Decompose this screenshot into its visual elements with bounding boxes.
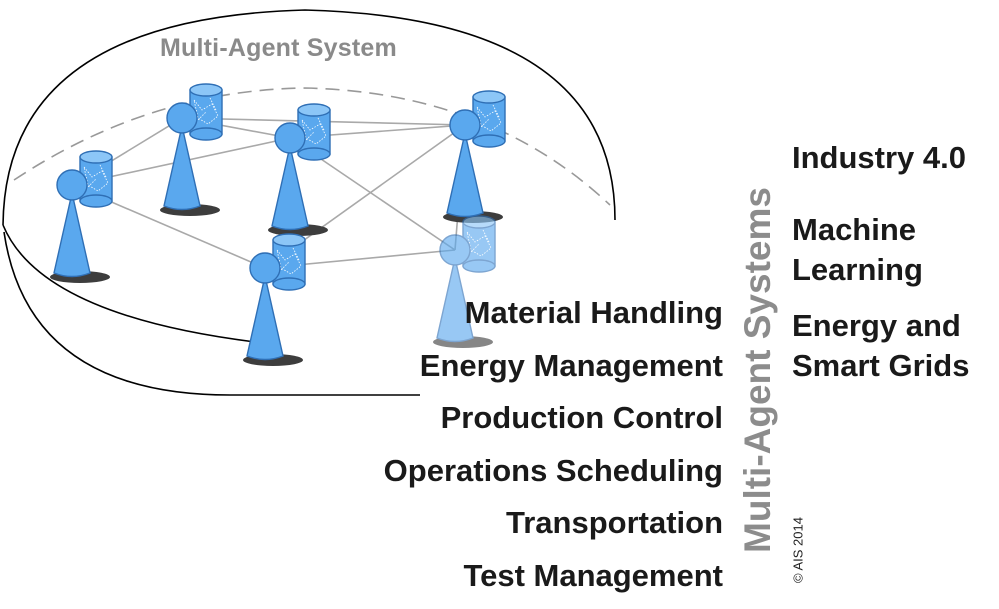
agent-node	[49, 150, 113, 284]
application-item: Test Management	[463, 557, 723, 593]
domain-line: Machine	[792, 212, 917, 247]
domain-line: Energy and	[792, 308, 961, 343]
diagram-title: Multi-Agent System	[160, 34, 397, 62]
domain-list: Industry 4.0 Machine Learning Energy and…	[792, 138, 969, 386]
application-item: Transportation	[505, 505, 723, 540]
application-item: Energy Management	[419, 347, 723, 383]
domain-item: Machine Learning	[792, 210, 969, 290]
dome-bottom-outline	[3, 231, 420, 396]
domain-line: Learning	[792, 252, 923, 287]
agent-node	[442, 90, 506, 224]
domain-line: Industry 4.0	[792, 140, 966, 175]
dome-front-rim	[2, 224, 256, 343]
agent-node	[159, 83, 223, 217]
application-item: Production Control	[440, 400, 723, 435]
domain-line: Smart Grids	[792, 348, 970, 383]
copyright-notice: © AIS 2014	[790, 517, 806, 583]
application-item: Material Handling	[464, 295, 723, 330]
agent-links	[71, 117, 466, 269]
domain-item: Industry 4.0	[792, 138, 969, 178]
domain-item: Energy and Smart Grids	[792, 306, 969, 386]
agent-node	[242, 233, 306, 367]
application-item: Operations Scheduling	[383, 452, 723, 488]
dome-outline	[2, 9, 616, 226]
vertical-title: Multi-Agent Systems	[737, 187, 778, 553]
agent-node	[267, 103, 331, 237]
dome-back-rim	[13, 87, 611, 206]
application-list: Material Handling Energy Management Prod…	[384, 292, 723, 607]
